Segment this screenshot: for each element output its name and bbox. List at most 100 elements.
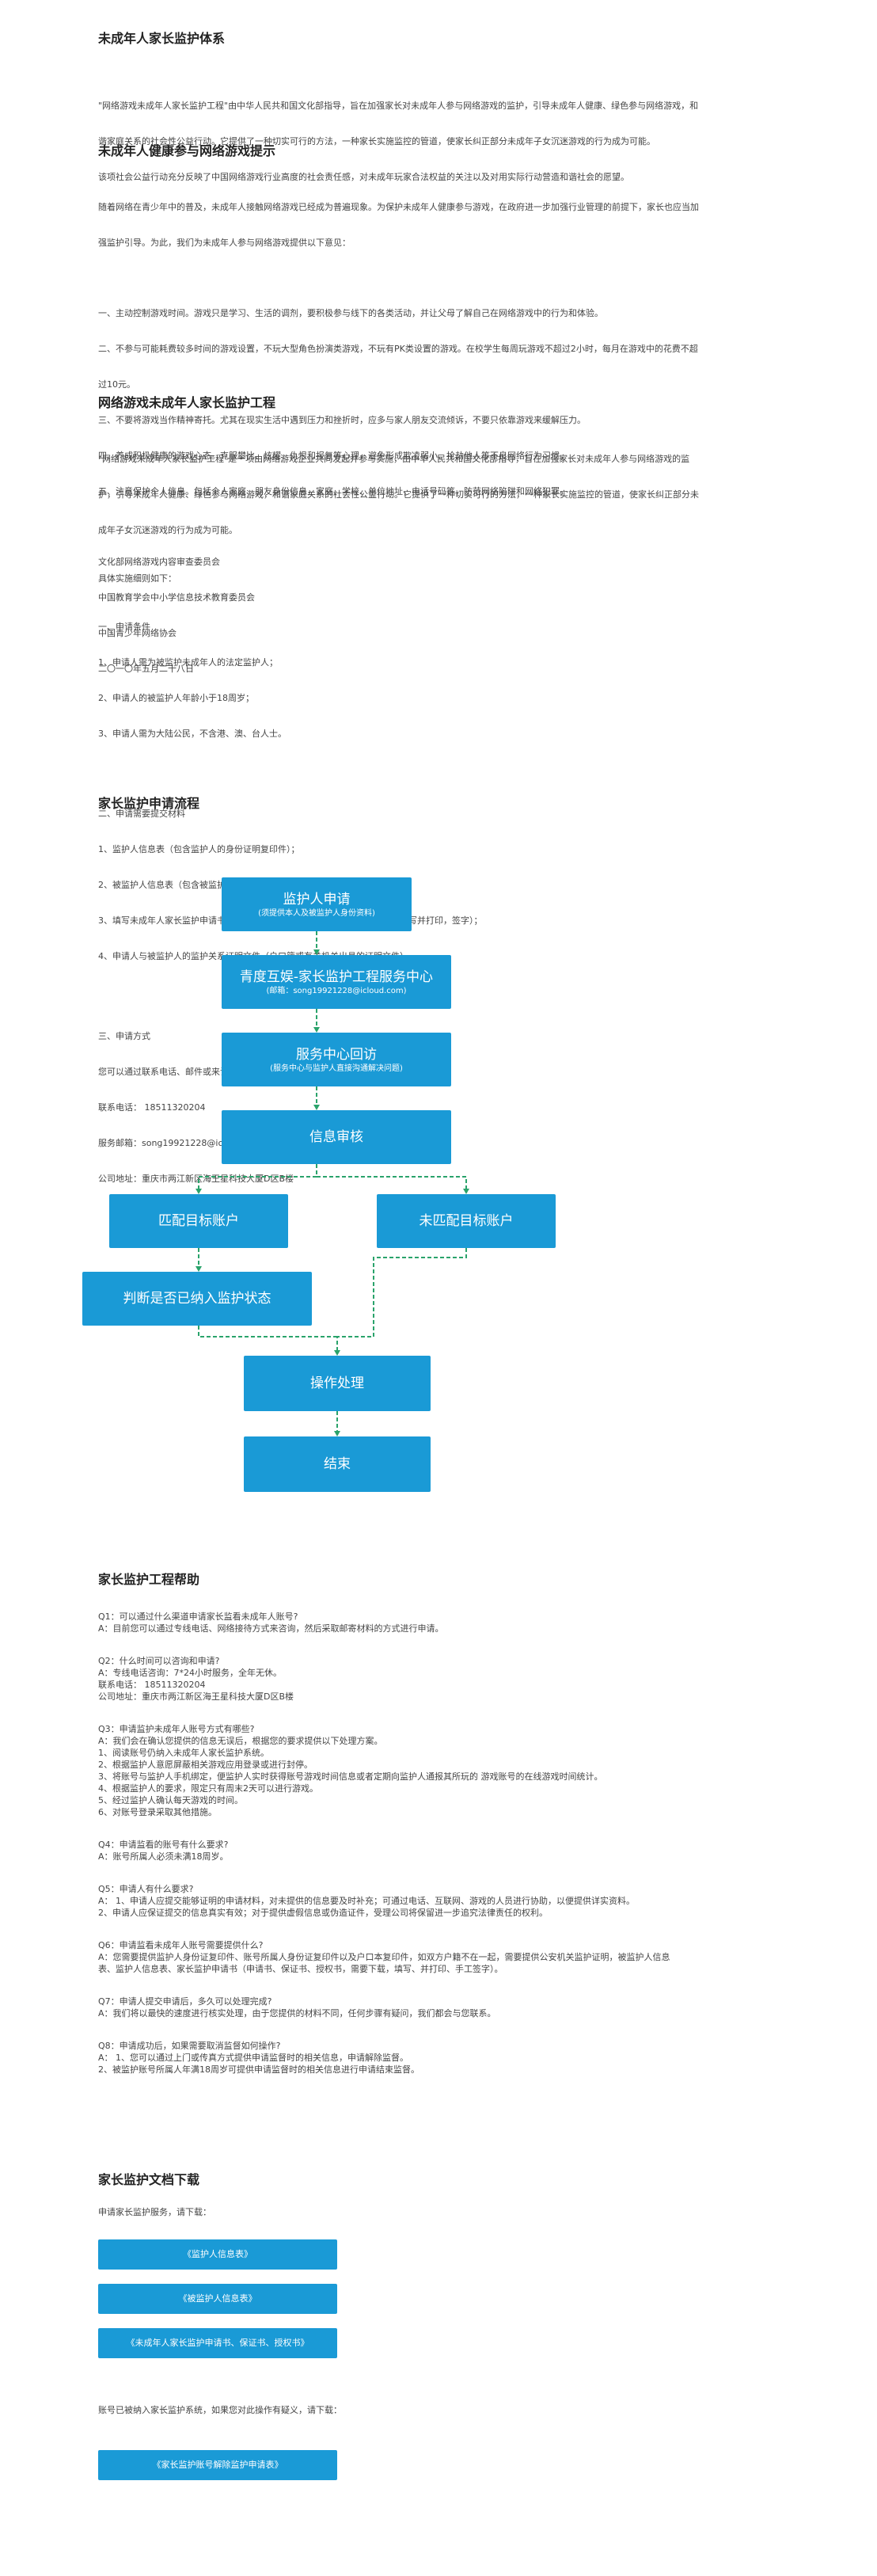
faq-item: Q8：申请成功后，如果需要取消监督如何操作? A： 1、您可以通过上门或传真方式提…: [98, 2040, 811, 2076]
list-item: 五、注意保护个人信息。包括个人家庭、朋友身份信息，家庭、学校、单位地址，电话号码…: [98, 486, 568, 497]
faq-answer-line: 5、经过监护人确认每天游戏的时间。: [98, 1795, 243, 1805]
faq-item: Q7：申请人提交申请后，多久可以处理完成?A：我们将以最快的速度进行核实处理，由…: [98, 1996, 811, 2019]
faq-answer-line: 表、监护人信息表、家长监护申请书（申请书、保证书、授权书，需要下载，填写、并打印…: [98, 1964, 503, 1974]
flow-connector: [317, 1176, 467, 1189]
faq-item: Q1：可以通过什么渠道申请家长监看未成年人账号?A：目前您可以通过专线电话、网络…: [98, 1611, 811, 1634]
list-title: 一、申请条件: [98, 622, 150, 632]
section-downloads: 家长监护文档下载 申请家长监护服务，请下载：: [98, 2171, 811, 2218]
download-intro: 申请家长监护服务，请下载：: [98, 2207, 211, 2217]
flow-arrowhead: [463, 1189, 469, 1194]
flow-connectors: [196, 931, 469, 1436]
conditions-list: 一、申请条件 1、申请人需为被监护未成年人的法定监护人； 2、申请人的被监护人年…: [98, 597, 811, 763]
text-line: "网络游戏未成年人家长监护工程"由中华人民共和国文化部指导，旨在加强家长对未成年…: [98, 101, 699, 111]
section-title: 网络游戏未成年人家长监护工程: [98, 395, 276, 410]
faq-item: Q2：什么时间可以咨询和申请?A：专线电话咨询：7*24小时服务，全年无休。联系…: [98, 1655, 811, 1703]
faq-answer-line: A：我们将以最快的速度进行核实处理，由于您提供的材料不同，任何步骤有疑问，我们都…: [98, 2008, 496, 2019]
list-item: 四、养成积极健康的游戏心态。克服攀比、炫耀、仇恨和报复等心理，避免形成欺凌弱小、…: [98, 451, 568, 461]
list-item: 1、申请人需为被监护未成年人的法定监护人；: [98, 657, 278, 668]
faq-answer-line: 公司地址：重庆市两江新区海王星科技大厦D区B楼: [98, 1691, 294, 1702]
flow-step-label: 监护人申请: [283, 891, 351, 907]
section-faq: 家长监护工程帮助 Q1：可以通过什么渠道申请家长监看未成年人账号?A：目前您可以…: [98, 1571, 811, 2096]
flow-step-review: 信息审核: [222, 1110, 451, 1164]
list-title: 三、申请方式: [98, 1031, 150, 1041]
list-item: 过10元。: [98, 379, 135, 390]
text-line: "网络游戏未成年人家长监护工程"是一项由网络游戏企业共同发起并参与实施，由中华人…: [98, 454, 690, 464]
flow-step-label: 匹配目标账户: [158, 1213, 239, 1229]
faq-question: Q4：申请监看的账号有什么要求?: [98, 1840, 229, 1850]
faq-answer-line: 联系电话： 18511320204: [98, 1680, 206, 1690]
faq-answer-line: A： 1、您可以通过上门或传真方式提供申请监督时的相关信息，申请解除监督。: [98, 2053, 409, 2063]
list-item: 三、不要将游戏当作精神寄托。尤其在现实生活中遇到压力和挫折时，应多与家人朋友交流…: [98, 415, 586, 425]
flow-step-label: 青度互娱-家长监护工程服务中心: [239, 968, 434, 985]
text-line: 文化部网络游戏内容审查委员会: [98, 557, 220, 567]
text-line: 中国教育学会中小学信息技术教育委员会: [98, 592, 255, 603]
faq-question: Q7：申请人提交申请后，多久可以处理完成?: [98, 1996, 272, 2007]
download-ward-form-button[interactable]: 《被监护人信息表》: [98, 2284, 337, 2314]
download-second-intro-wrap: 账号已被纳入家长监护系统，如果您对此操作有疑义，请下载：: [98, 2404, 811, 2416]
flow-step-matched: 匹配目标账户: [109, 1194, 288, 1248]
faq-answer-line: 2、被监护账号所属人年满18周岁可提供申请监督时的相关信息进行申请结束监督。: [98, 2064, 420, 2075]
flow-connector: [336, 1248, 467, 1351]
flow-step-callback: 服务中心回访 (服务中心与监护人直接沟通解决问题): [222, 1033, 451, 1086]
download-application-form-button[interactable]: 《未成年人家长监护申请书、保证书、授权书》: [98, 2328, 337, 2358]
section-title: 未成年人健康参与网络游戏提示: [98, 143, 276, 158]
faq-item: Q5：申请人有什么要求?A： 1、申请人应提交能够证明的申请材料，对未提供的信息…: [98, 1883, 811, 1919]
section-intro: 随着网络在青少年中的普及，未成年人接触网络游戏已经成为普遍现象。为保护未成年人健…: [98, 177, 811, 272]
text-line: 随着网络在青少年中的普及，未成年人接触网络游戏已经成为普遍现象。为保护未成年人健…: [98, 202, 699, 212]
contact-phone: 联系电话： 18511320204: [98, 1102, 206, 1113]
flow-arrowhead: [313, 1105, 320, 1110]
list-item: 1、监护人信息表（包含监护人的身份证明复印件）；: [98, 844, 300, 854]
flow-step-sublabel: (邮箱：song19921228@icloud.com): [266, 986, 407, 995]
list-item: 3、申请人需为大陆公民，不含港、澳、台人士。: [98, 729, 287, 739]
faq-answer-line: A：您需要提供监护人身份证复印件、账号所属人身份证复印件以及户口本复印件，如双方…: [98, 1952, 670, 1962]
faq-question: Q2：什么时间可以咨询和申请?: [98, 1656, 220, 1666]
faq-item: Q4：申请监看的账号有什么要求?A：账号所属人必须未满18周岁。: [98, 1839, 811, 1863]
flow-step-process: 操作处理: [244, 1356, 431, 1411]
flow-step-label: 服务中心回访: [296, 1046, 377, 1063]
flow-step-sublabel: (须提供本人及被监护人身份资料): [258, 908, 375, 918]
faq-question: Q5：申请人有什么要求?: [98, 1884, 194, 1894]
faq-question: Q6：申请监看未成年人账号需要提供什么?: [98, 1940, 264, 1950]
list-title: 二、申请需要提交材料: [98, 809, 185, 819]
flow-step-unmatched: 未匹配目标账户: [377, 1194, 556, 1248]
section-title: 未成年人家长监护体系: [98, 31, 226, 46]
section-title: 家长监护文档下载: [98, 2172, 200, 2187]
faq-item: Q3：申请监护未成年人账号方式有哪些?A：我们会在确认您提供的信息无误后，根据您…: [98, 1723, 811, 1818]
list-item: 一、主动控制游戏时间。游戏只是学习、生活的调剂，要积极参与线下的各类活动，并让父…: [98, 308, 603, 318]
download-release-form-button[interactable]: 《家长监护账号解除监护申请表》: [98, 2450, 337, 2480]
section-body: "网络游戏未成年人家长监护工程"由中华人民共和国文化部指导，旨在加强家长对未成年…: [98, 76, 811, 207]
section-title: 家长监护申请流程: [98, 796, 200, 811]
section-guardian-system: 未成年人家长监护体系 "网络游戏未成年人家长监护工程"由中华人民共和国文化部指导…: [98, 30, 811, 207]
download-second-intro: 账号已被纳入家长监护系统，如果您对此操作有疑义，请下载：: [98, 2405, 342, 2415]
text-line: 护，引导未成年人健康、绿色参与网络游戏，和谐家庭关系的社会性公益行动。它提供了一…: [98, 489, 699, 500]
flowchart: 监护人申请 (须提供本人及被监护人身份资料) 青度互娱-家长监护工程服务中心 (…: [79, 877, 602, 1543]
faq-answer-line: A：账号所属人必须未满18周岁。: [98, 1851, 229, 1862]
text-line: 二〇一〇年五月二十八日: [98, 664, 194, 674]
faq-list: Q1：可以通过什么渠道申请家长监看未成年人账号?A：目前您可以通过专线电话、网络…: [98, 1611, 811, 2076]
faq-item: Q6：申请监看未成年人账号需要提供什么? A：您需要提供监护人身份证复印件、账号所…: [98, 1939, 811, 1975]
flow-step-sublabel: (服务中心与监护人直接沟通解决问题): [270, 1064, 403, 1073]
faq-question: Q8：申请成功后，如果需要取消监督如何操作?: [98, 2041, 281, 2051]
text-line: 该项社会公益行动充分反映了中国网络游戏行业高度的社会责任感，对未成年玩家合法权益…: [98, 172, 629, 182]
flow-arrowhead: [313, 949, 320, 955]
text-line: 强监护引导。为此，我们为未成年人参与网络游戏提供以下意见：: [98, 238, 351, 248]
flow-step-label: 结束: [324, 1456, 351, 1472]
flow-arrowhead: [196, 1189, 202, 1194]
download-guardian-form-button[interactable]: 《监护人信息表》: [98, 2239, 337, 2270]
faq-answer-line: 2、根据监护人意愿屏蔽相关游戏应用登录或进行封停。: [98, 1760, 313, 1770]
faq-answer-line: 2、申请人应保证提交的信息真实有效；对于提供虚假信息或伪造证件，受理公司将保留进…: [98, 1908, 548, 1918]
flow-step-end: 结束: [244, 1436, 431, 1492]
flow-arrowhead: [334, 1350, 340, 1356]
faq-answer-line: A：目前您可以通过专线电话、网络接待方式来咨询，然后采取邮寄材料的方式进行申请。: [98, 1623, 444, 1634]
faq-answer-line: 3、将账号与监护人手机绑定，便监护人实时获得账号游戏时间信息或者定期向监护人通报…: [98, 1771, 603, 1782]
text-line: 中国青少年网络协会: [98, 628, 177, 638]
flow-step-label: 判断是否已纳入监护状态: [123, 1291, 271, 1307]
section-intro: "网络游戏未成年人家长监护工程"是一项由网络游戏企业共同发起并参与实施，由中华人…: [98, 429, 811, 560]
faq-answer-line: 1、阅读账号仍纳入未成年人家长监护系统。: [98, 1748, 269, 1758]
section-health-tips: 未成年人健康参与网络游戏提示 随着网络在青少年中的普及，未成年人接触网络游戏已经…: [98, 143, 811, 698]
tips-list: 一、主动控制游戏时间。游戏只是学习、生活的调剂，要积极参与线下的各类活动，并让父…: [98, 283, 811, 521]
flow-arrowhead: [196, 1266, 202, 1272]
section-flow: 家长监护申请流程: [98, 795, 811, 812]
faq-answer-line: 4、根据监护人的要求，限定只有周末2天可以进行游戏。: [98, 1783, 318, 1794]
